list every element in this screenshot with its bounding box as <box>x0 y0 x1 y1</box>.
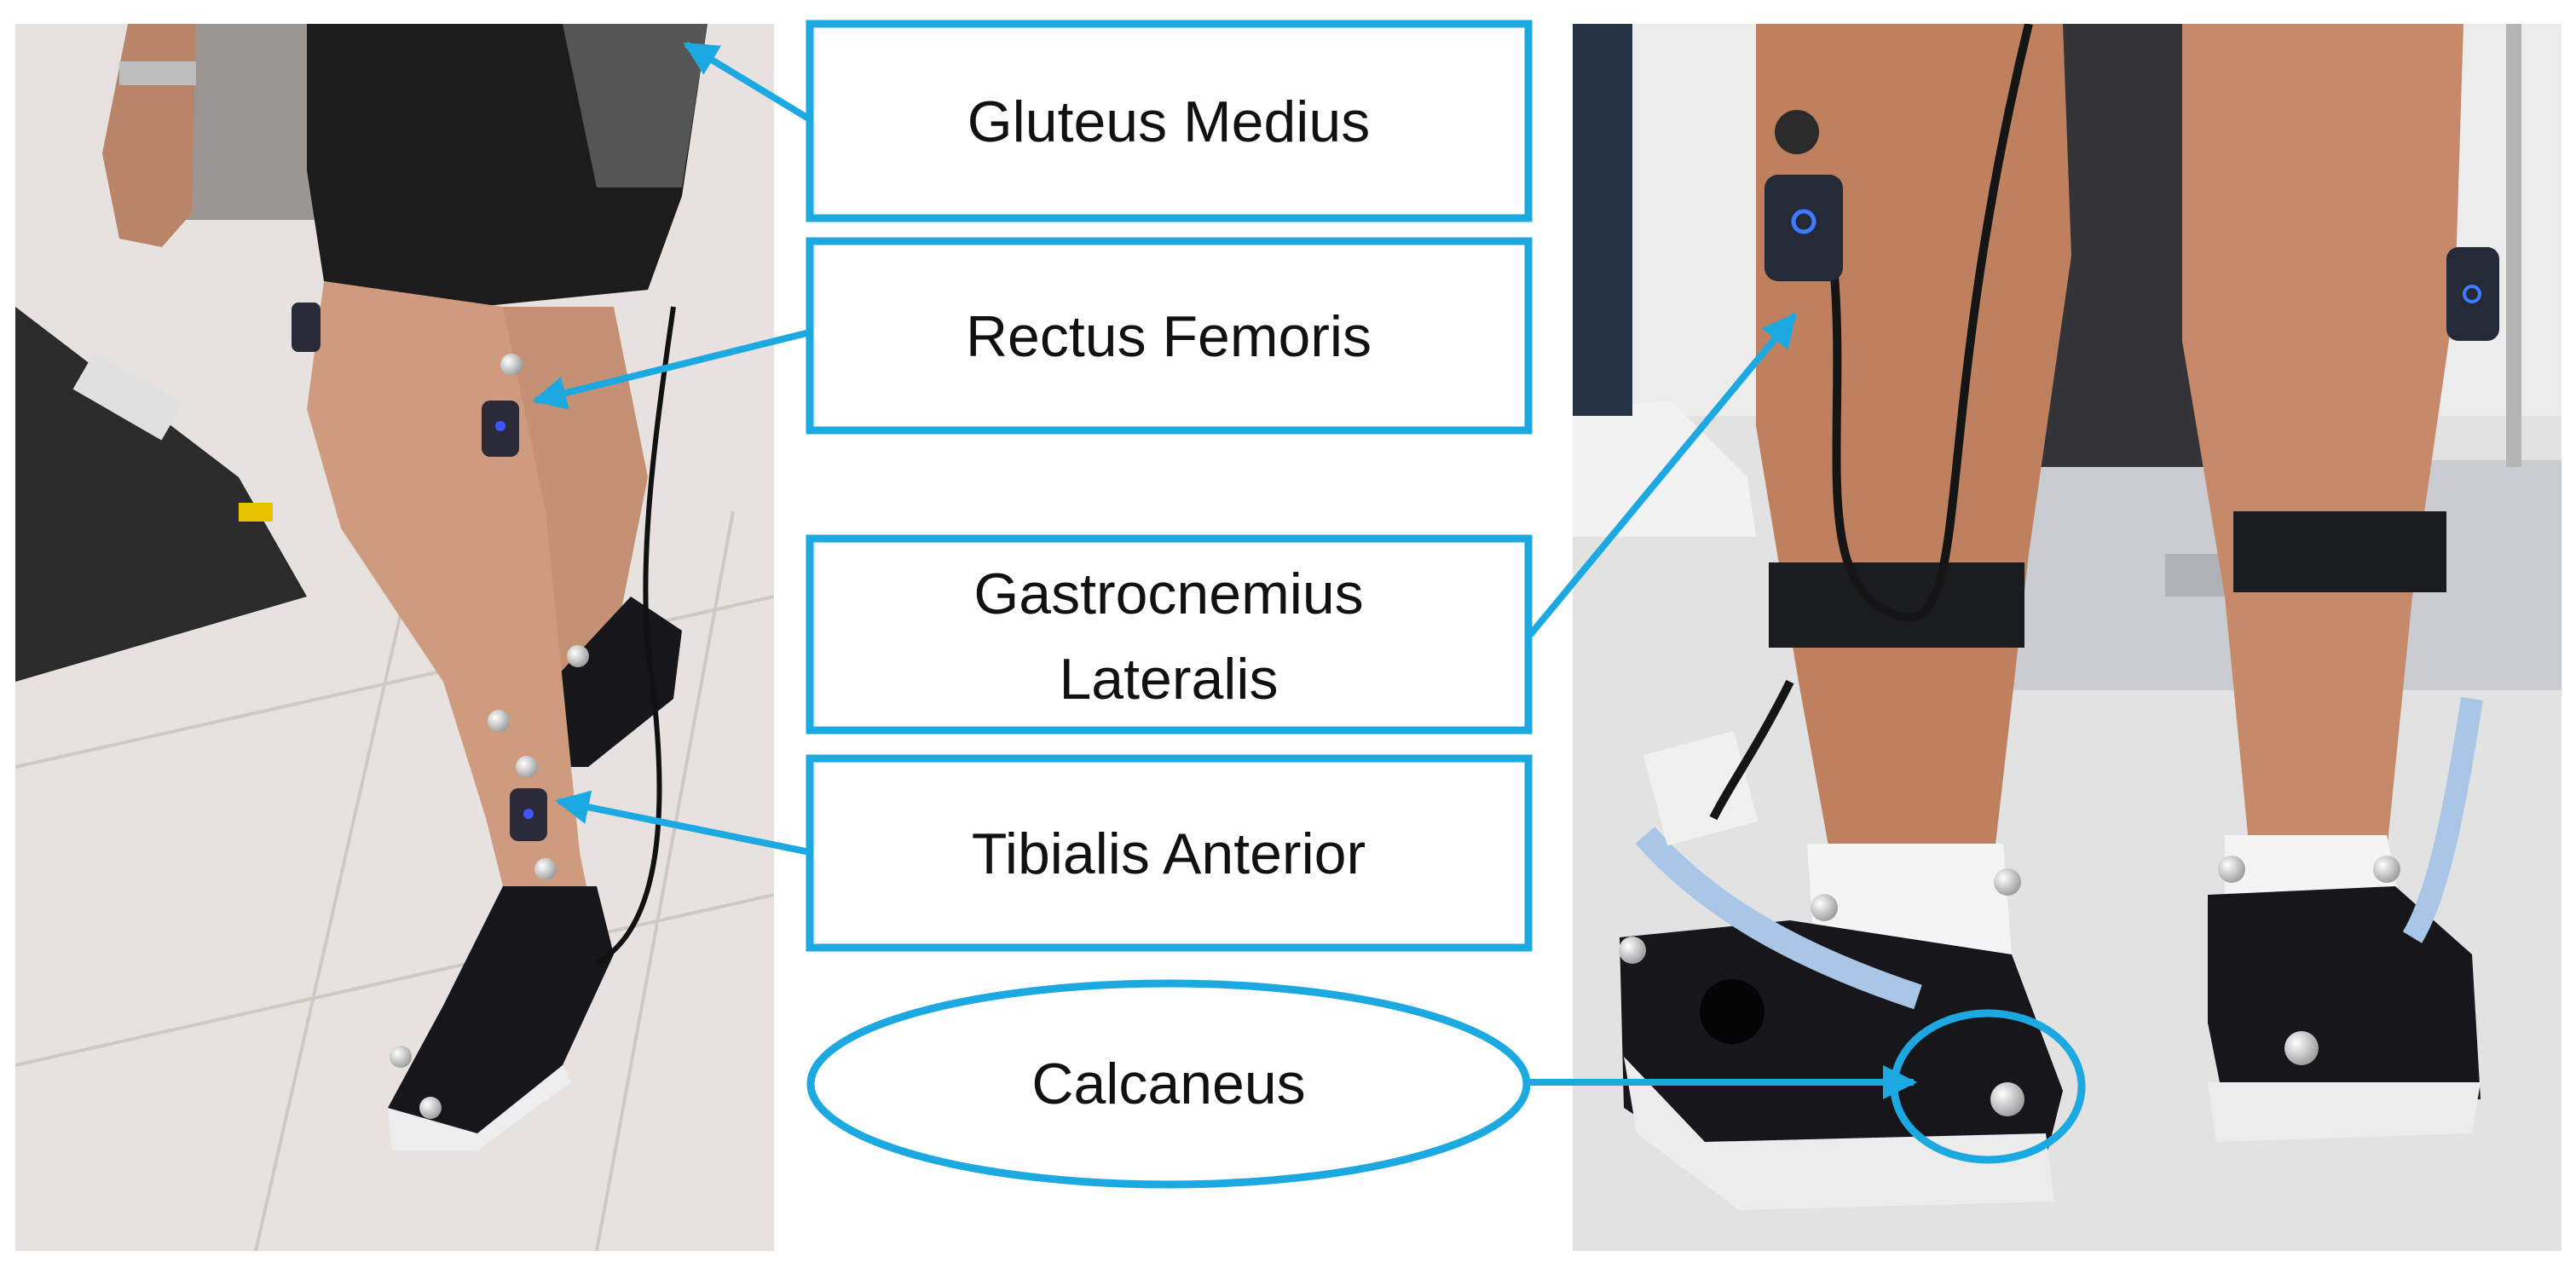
left-strap <box>1769 562 2024 648</box>
shorts-panel <box>563 24 708 187</box>
calcaneus-highlight <box>1890 1009 2086 1164</box>
label-rectus-femoris: Rectus Femoris <box>806 237 1533 435</box>
right-photo <box>1573 24 2562 1251</box>
front-shoe <box>388 886 614 1150</box>
emg-sensor-icon <box>1765 110 1843 281</box>
arrow-rectus-femoris <box>532 329 811 410</box>
right-shoe-sole <box>2208 1082 2481 1142</box>
bag-module <box>1643 730 1759 846</box>
label-gastrocnemius-lateralis: Gastrocnemius Lateralis <box>806 534 1533 735</box>
front-shoe-sole <box>388 1065 571 1150</box>
treadmill-display <box>72 352 183 441</box>
connector-arrows <box>532 41 1917 1099</box>
label-gastrocnemius-line2: Lateralis <box>1059 647 1278 712</box>
label-gluteus-medius: Gluteus Medius <box>806 20 1533 222</box>
watch <box>119 61 196 85</box>
ribbon-cable <box>1635 827 1922 1010</box>
tripod-pole <box>2506 24 2521 467</box>
ribbon-cable <box>2402 697 2483 943</box>
emg-sensor-icon <box>482 401 519 457</box>
label-calcaneus: Calcaneus <box>806 979 1531 1189</box>
label-gluteus-medius-text: Gluteus Medius <box>967 89 1370 154</box>
right-calf <box>2182 24 2463 861</box>
sensor-cable <box>1709 679 1794 821</box>
label-rectus-femoris-text: Rectus Femoris <box>966 304 1372 369</box>
label-tibialis-anterior: Tibialis Anterior <box>806 754 1533 952</box>
arrow-gastrocnemius-lateralis <box>1527 312 1798 637</box>
reflective-marker-icon <box>1619 856 2400 1116</box>
right-shoe <box>2208 886 2481 1108</box>
censor-dot <box>1700 979 1765 1044</box>
emg-sensor-icon <box>510 788 547 841</box>
bg-pants <box>1573 24 1632 416</box>
emg-sensor-icon <box>292 303 321 352</box>
label-calcaneus-text: Calcaneus <box>1031 1052 1305 1116</box>
right-strap <box>2233 511 2446 592</box>
label-gastrocnemius-line1: Gastrocnemius <box>973 562 1363 626</box>
left-photo <box>15 24 774 1251</box>
emg-sensor-icon <box>2446 247 2499 341</box>
treadmill-button <box>239 503 273 522</box>
lead-cable <box>595 306 676 966</box>
arrow-tibialis-anterior <box>555 790 811 856</box>
reflective-marker-icon <box>390 354 589 1119</box>
left-shoe-sole <box>1624 1057 2054 1210</box>
treadmill <box>15 307 307 682</box>
sensor-cable <box>1828 24 2033 622</box>
arrow-gluteus-medius <box>683 41 812 123</box>
label-tibialis-anterior-text: Tibialis Anterior <box>972 821 1366 886</box>
